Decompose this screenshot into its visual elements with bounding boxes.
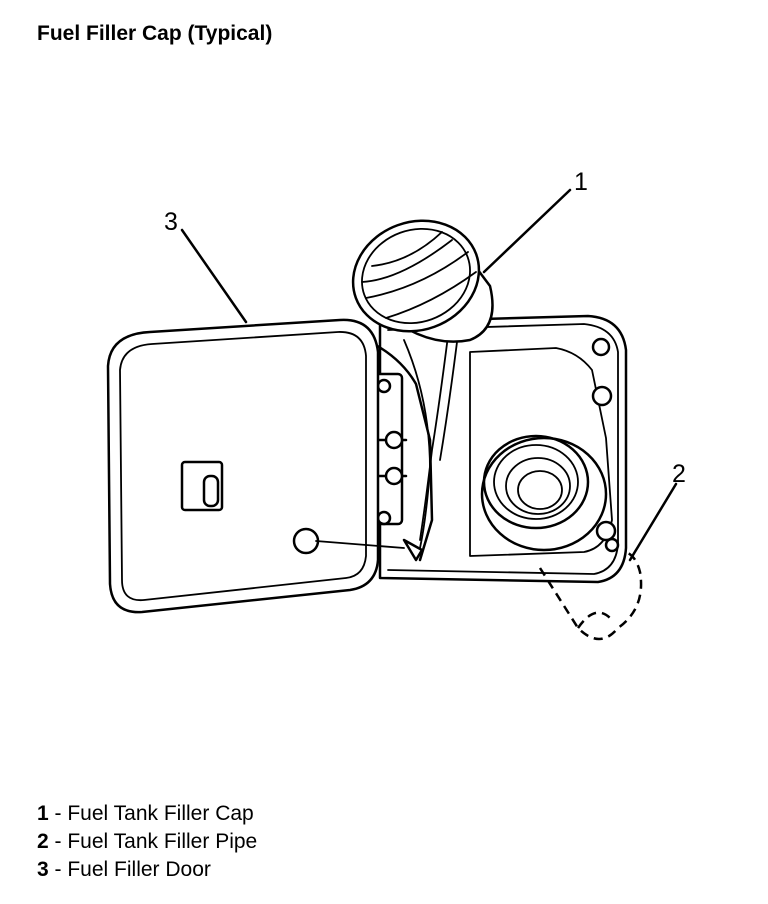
mounting-hole-bottom [604,537,620,553]
filler-pipe-outline [538,550,643,641]
legend: 1 - Fuel Tank Filler Cap 2 - Fuel Tank F… [37,800,257,884]
fuel-filler-cap [351,219,494,343]
filler-neck [480,434,608,552]
mounting-hole-lower [595,520,617,542]
door-bumper [292,527,320,555]
legend-item: 3 - Fuel Filler Door [37,858,211,881]
leader-line-1 [482,188,572,274]
mounting-hole-middle [591,385,613,407]
door-latch [180,460,224,512]
diagram-title: Fuel Filler Cap (Typical) [37,22,273,45]
cap-tether [419,319,451,541]
leader-line-2 [628,482,678,562]
fuel-filler-door [106,318,424,614]
leader-line-3 [180,228,248,324]
filler-housing [378,314,628,584]
callout-2: 2 [672,460,686,488]
legend-item: 1 - Fuel Tank Filler Cap [37,802,254,825]
mounting-hole-top [591,337,611,357]
legend-item: 2 - Fuel Tank Filler Pipe [37,830,258,853]
callout-3: 3 [164,208,178,236]
callout-1: 1 [574,168,588,196]
